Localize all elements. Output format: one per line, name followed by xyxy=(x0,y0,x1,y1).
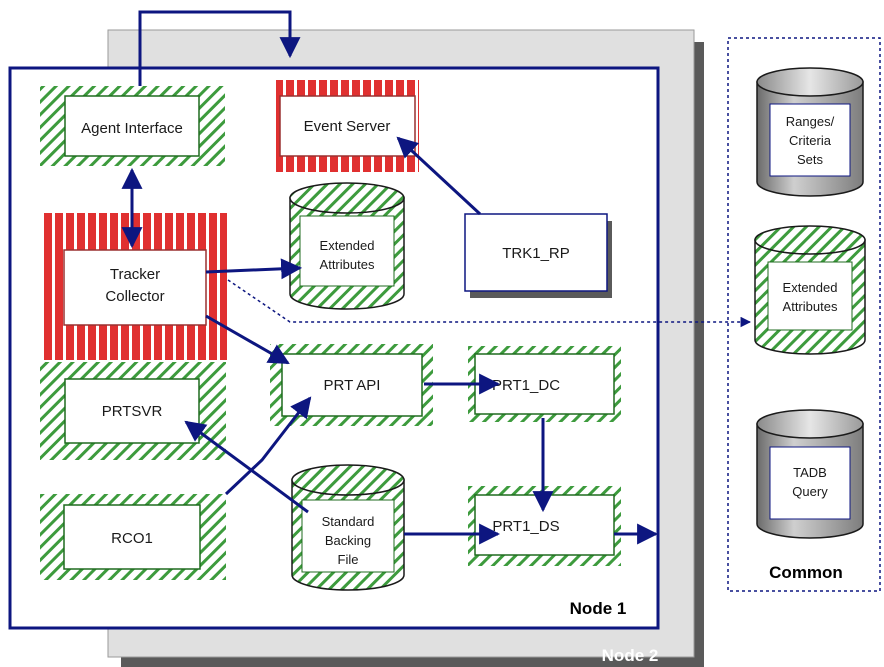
rco1-prtapi-arrow xyxy=(224,396,312,496)
standard-backing-file-db[interactable]: Standard Backing File xyxy=(291,464,405,591)
connectors xyxy=(121,136,659,545)
prtsvr-label: PRTSVR xyxy=(102,403,163,420)
tracker-prtapi-arrow xyxy=(205,314,290,365)
std-backing-label-line3: File xyxy=(338,552,359,567)
prt-api-component[interactable]: PRT API xyxy=(270,344,433,426)
tadb-label-line1: TADB xyxy=(793,465,827,480)
std-backing-label-line1: Standard xyxy=(322,514,375,529)
std-backing-label-line2: Backing xyxy=(325,533,371,548)
agent-to-event-connector xyxy=(138,10,301,86)
rco1-label: RCO1 xyxy=(111,530,153,547)
agent-interface-component[interactable]: Agent Interface xyxy=(40,86,225,166)
ext-attr-common-label-line2: Attributes xyxy=(783,299,838,314)
trk1rp-event-arrow xyxy=(396,136,482,216)
backing-prtsvr-arrow xyxy=(184,420,309,514)
node2-label: Node 2 xyxy=(602,646,659,665)
extended-attributes-common-db[interactable]: Extended Attributes xyxy=(754,225,866,355)
tadb-query-db[interactable]: TADB Query xyxy=(756,409,864,539)
rco1-component[interactable]: RCO1 xyxy=(40,494,226,580)
ext-attr-node-label-line1: Extended xyxy=(320,238,375,253)
extended-attributes-node-db[interactable]: Extended Attributes xyxy=(289,182,405,310)
ext-attr-common-label-line1: Extended xyxy=(783,280,838,295)
agent-interface-label: Agent Interface xyxy=(81,120,183,137)
event-server-label: Event Server xyxy=(304,118,391,135)
ranges-criteria-sets-db[interactable]: Ranges/ Criteria Sets xyxy=(756,67,864,197)
prt1-dc-label: PRT1_DC xyxy=(492,377,560,394)
ranges-label-line1: Ranges/ xyxy=(786,114,835,129)
tracker-collector-label-line1: Tracker xyxy=(110,266,160,283)
trk1-rp-component[interactable]: TRK1_RP xyxy=(464,213,612,298)
node1-label: Node 1 xyxy=(570,599,627,618)
tadb-label-line2: Query xyxy=(792,484,828,499)
prt-api-label: PRT API xyxy=(324,377,381,394)
prtsvr-component[interactable]: PRTSVR xyxy=(40,362,226,460)
ranges-label-line3: Sets xyxy=(797,152,824,167)
tracker-extattr-arrow xyxy=(205,258,303,280)
ranges-label-line2: Criteria xyxy=(789,133,832,148)
ext-attr-node-label-line2: Attributes xyxy=(320,257,375,272)
trk1-rp-label: TRK1_RP xyxy=(502,245,570,262)
tracker-common-dashed-connector xyxy=(227,279,752,328)
prt1-ds-label: PRT1_DS xyxy=(492,518,559,535)
tracker-collector-label-line2: Collector xyxy=(105,288,164,305)
tracker-collector-component[interactable]: Tracker Collector xyxy=(42,213,227,360)
common-label: Common xyxy=(769,563,843,582)
event-server-component[interactable]: Event Server xyxy=(276,80,419,172)
